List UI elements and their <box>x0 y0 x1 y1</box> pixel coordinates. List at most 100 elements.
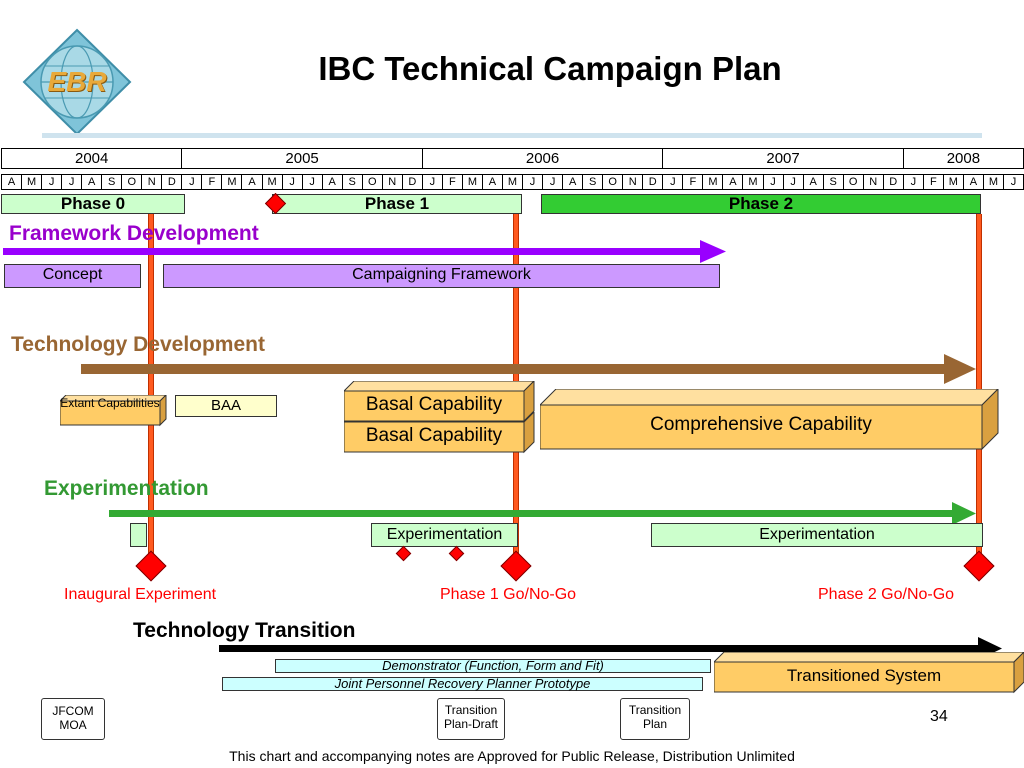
month-cell: A <box>321 174 343 190</box>
month-cell: J <box>522 174 544 190</box>
year-cell: 2005 <box>181 148 423 169</box>
month-cell: A <box>962 174 984 190</box>
month-cell: D <box>161 174 183 190</box>
month-cell: S <box>341 174 363 190</box>
month-cell: M <box>21 174 43 190</box>
month-cell: M <box>742 174 764 190</box>
phase-1-bar: Phase 1 <box>272 194 522 214</box>
month-cell: N <box>622 174 644 190</box>
ebr-logo: EBR <box>18 28 136 136</box>
month-cell: N <box>862 174 884 190</box>
month-cell: O <box>602 174 624 190</box>
small-diamond-1 <box>395 545 412 562</box>
year-cell: 2008 <box>902 148 1024 169</box>
month-cell: J <box>662 174 684 190</box>
milestone-line-inaugural <box>148 214 154 555</box>
month-cell: A <box>802 174 824 190</box>
transition-heading: Technology Transition <box>133 619 356 642</box>
transitioned-box-3d <box>714 652 1024 694</box>
concept-box: Concept <box>4 264 141 288</box>
month-cell: J <box>762 174 784 190</box>
demonstrator-box: Demonstrator (Function, Form and Fit) <box>275 659 711 673</box>
month-cell: N <box>141 174 163 190</box>
month-cell: A <box>241 174 263 190</box>
month-cell: M <box>982 174 1004 190</box>
early-experiment-box <box>130 523 147 547</box>
phase-1-gonogo-label: Phase 1 Go/No-Go <box>440 586 577 603</box>
page-number: 34 <box>930 708 948 725</box>
month-cell: M <box>502 174 524 190</box>
basal-capability-2: Basal Capability <box>365 425 503 446</box>
transition-plan-scroll: Transition Plan <box>620 698 690 740</box>
page-title: IBC Technical Campaign Plan <box>318 50 782 87</box>
month-cell: F <box>441 174 463 190</box>
milestone-line-phase2 <box>976 214 982 555</box>
month-cell: J <box>542 174 564 190</box>
globe-icon <box>22 28 132 136</box>
framework-arrow <box>3 240 726 263</box>
campaigning-framework-box: Campaigning Framework <box>163 264 720 288</box>
phase-0-bar: Phase 0 <box>1 194 185 214</box>
phase-2-gonogo-diamond <box>963 550 995 582</box>
small-diamond-2 <box>448 545 465 562</box>
month-cell: A <box>481 174 503 190</box>
experimentation-box-1: Experimentation <box>371 523 518 547</box>
year-cell: 2007 <box>662 148 904 169</box>
month-cell: D <box>401 174 423 190</box>
year-cell: 2006 <box>421 148 664 169</box>
month-cell: N <box>381 174 403 190</box>
month-cell: D <box>882 174 904 190</box>
month-cell: M <box>461 174 483 190</box>
inaugural-diamond <box>135 550 167 582</box>
month-cell: J <box>421 174 443 190</box>
basal-capability-1: Basal Capability <box>365 394 503 415</box>
month-cell: J <box>41 174 63 190</box>
technology-arrow <box>81 354 976 384</box>
month-cell: O <box>842 174 864 190</box>
month-cell: J <box>1003 174 1024 190</box>
month-cell: M <box>221 174 243 190</box>
inaugural-experiment-label: Inaugural Experiment <box>64 586 217 603</box>
month-cell: S <box>101 174 123 190</box>
phase-2-gonogo-label: Phase 2 Go/No-Go <box>818 586 955 603</box>
extant-capabilities-label: Extant Capabilities <box>60 396 160 410</box>
extant-box-3d <box>60 395 167 427</box>
phase-2-bar: Phase 2 <box>541 194 981 214</box>
month-cell: J <box>782 174 804 190</box>
title-divider <box>42 133 982 138</box>
transitioned-system-label: Transitioned System <box>786 666 942 685</box>
month-cell: F <box>922 174 944 190</box>
month-cell: F <box>201 174 223 190</box>
logo-text: EBR <box>47 66 107 97</box>
month-cell: F <box>682 174 704 190</box>
month-cell: O <box>361 174 383 190</box>
footer-note: This chart and accompanying notes are Ap… <box>229 748 795 764</box>
technology-heading: Technology Development <box>11 333 265 356</box>
month-cell: M <box>261 174 283 190</box>
jprp-box: Joint Personnel Recovery Planner Prototy… <box>222 677 703 691</box>
month-cell: J <box>181 174 203 190</box>
experimentation-box-2: Experimentation <box>651 523 983 547</box>
basal-box-3d-2 <box>344 412 535 454</box>
month-cell: A <box>722 174 744 190</box>
month-cell: S <box>582 174 604 190</box>
month-cell: J <box>301 174 323 190</box>
month-cell: D <box>642 174 664 190</box>
framework-heading: Framework Development <box>9 222 259 245</box>
month-cell: J <box>281 174 303 190</box>
phase-1-gonogo-diamond <box>500 550 532 582</box>
comprehensive-capability-label: Comprehensive Capability <box>650 414 872 435</box>
month-cell: M <box>702 174 724 190</box>
jfcom-moa-scroll: JFCOM MOA <box>41 698 105 740</box>
month-cell: M <box>942 174 964 190</box>
experimentation-heading: Experimentation <box>44 477 209 500</box>
month-cell: S <box>822 174 844 190</box>
month-cell: J <box>61 174 83 190</box>
transition-plan-draft-scroll: Transition Plan-Draft <box>437 698 505 740</box>
experimentation-arrow <box>109 502 976 525</box>
year-cell: 2004 <box>1 148 183 169</box>
month-cell: O <box>121 174 143 190</box>
month-cell: J <box>902 174 924 190</box>
basal-box-3d-1 <box>344 381 535 423</box>
month-cell: A <box>81 174 103 190</box>
